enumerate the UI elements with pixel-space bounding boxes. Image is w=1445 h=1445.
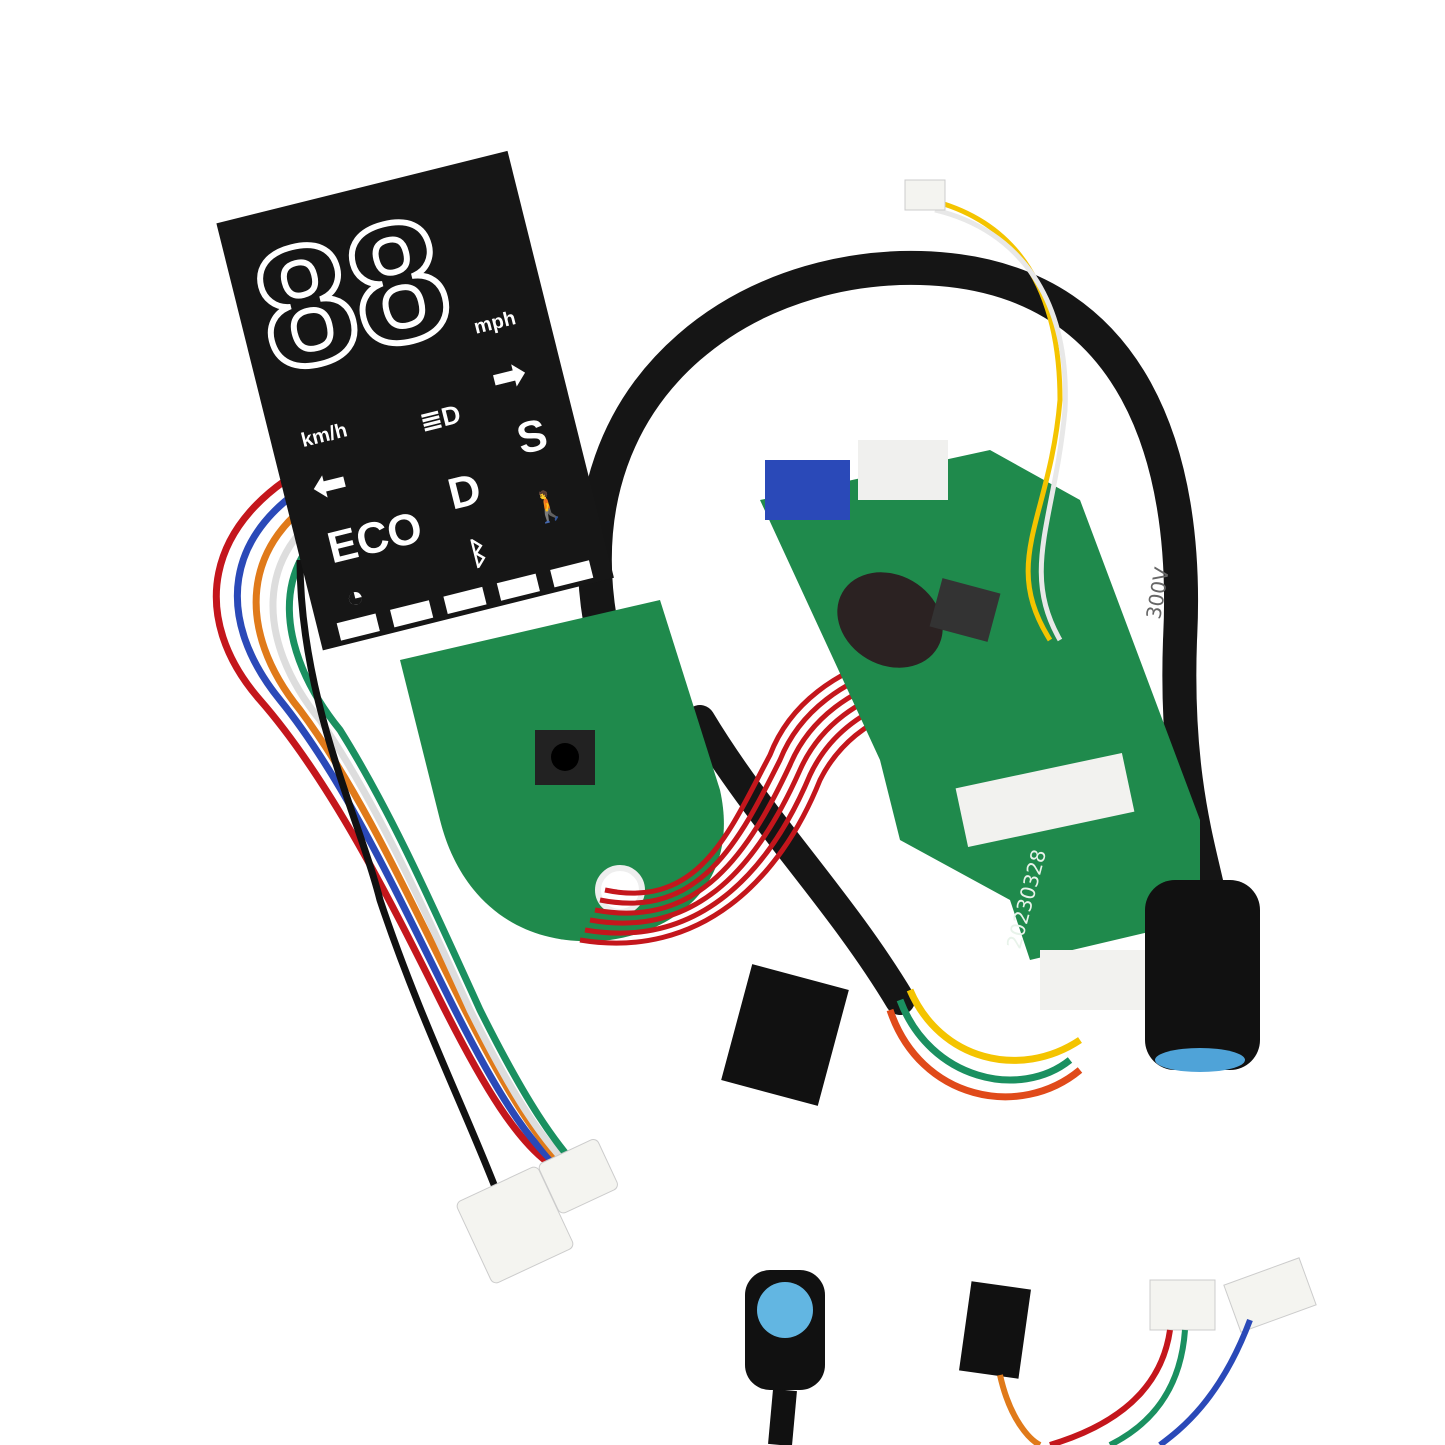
black-cable [577, 251, 1227, 917]
bottom-connector [1040, 950, 1160, 1010]
female-connector-face [757, 1282, 813, 1338]
ribbon-connector [955, 752, 1135, 848]
white-wire [934, 207, 1068, 642]
connector-face [1155, 1048, 1245, 1072]
yellow-wire [929, 197, 1063, 642]
white-connector-detail-1 [1149, 1279, 1216, 1331]
black-4pin-connector [721, 964, 849, 1106]
lower-wires-yellow [906, 988, 1082, 1064]
inductor [929, 578, 1001, 642]
black-cable-lower [685, 705, 915, 1015]
lcd-display: 88 mph ➡ km/h ≣D ⬅ S D ECO 🚶 ᛒ ◔ [216, 150, 614, 651]
female-cable [768, 1388, 797, 1445]
white-connector-left [456, 1166, 574, 1284]
blue-connector [765, 460, 850, 520]
detail-wires [997, 1318, 1253, 1445]
white-connector-left-2 [538, 1139, 618, 1214]
tact-button-cap [551, 743, 579, 771]
battery-bar [336, 560, 594, 641]
capacitor [837, 572, 943, 668]
lower-wires-green [896, 998, 1073, 1084]
waterproof-connector [1145, 880, 1260, 1070]
left-wire-harness [212, 456, 603, 1202]
lower-wires [886, 1008, 1083, 1101]
small-white-connector [904, 179, 946, 211]
white-connector-detail-2 [1223, 1257, 1317, 1333]
black-connector-detail [959, 1281, 1031, 1379]
white-connector-top [858, 440, 948, 500]
